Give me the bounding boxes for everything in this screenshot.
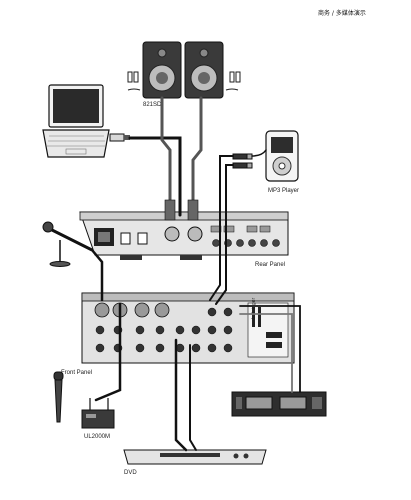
cables bbox=[90, 96, 301, 452]
speaker-right-icon bbox=[184, 41, 224, 99]
rca-plugs-icon bbox=[232, 153, 253, 169]
laptop-icon bbox=[42, 84, 110, 158]
dvd-label: DVD bbox=[124, 470, 137, 476]
cassette-deck-icon bbox=[231, 391, 327, 417]
speaker-cable-plugs bbox=[127, 71, 241, 91]
wireless-receiver-label: UL2000M bbox=[84, 434, 110, 440]
usb-plug-icon bbox=[109, 133, 130, 142]
dvd-player-icon bbox=[123, 449, 267, 465]
speaker-label: 821SD bbox=[143, 102, 162, 108]
speaker-left-icon bbox=[142, 41, 182, 99]
brand-label: behringer bbox=[251, 298, 257, 319]
rear-panel-label: Rear Panel bbox=[255, 262, 285, 268]
mixer-front-panel bbox=[81, 292, 295, 364]
mp3-player-icon bbox=[265, 130, 299, 182]
mp3-player-label: MP3 Player bbox=[268, 188, 299, 194]
front-panel-label: Front Panel bbox=[61, 370, 92, 376]
wireless-receiver-icon bbox=[81, 398, 115, 429]
header-title: 商务 / 多媒体演示 bbox=[318, 9, 366, 17]
handheld-mic-icon bbox=[53, 371, 64, 423]
microphone-icon bbox=[42, 221, 93, 267]
mixer-rear-panel bbox=[79, 211, 289, 260]
